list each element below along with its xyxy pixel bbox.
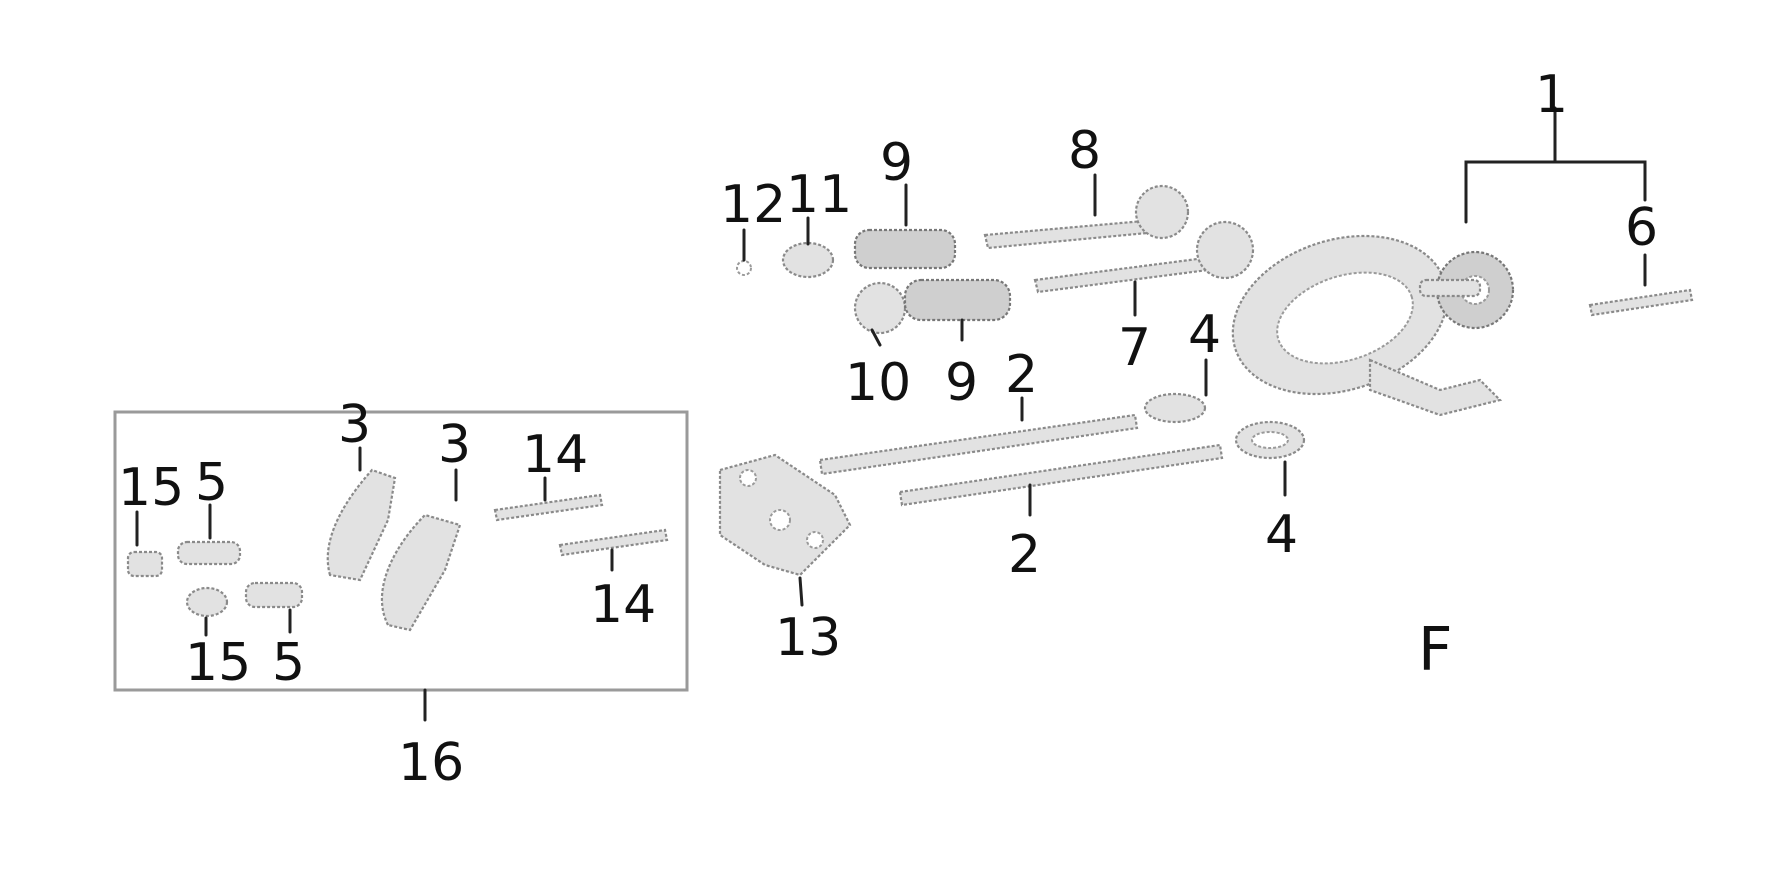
callout-14-lower: 14 — [590, 575, 656, 635]
rods-and-pins — [818, 392, 1306, 507]
part-9-lower — [903, 278, 1012, 322]
callout-2-upper: 2 — [1005, 345, 1038, 405]
callout-8: 8 — [1068, 121, 1101, 181]
callout-9-lower: 9 — [945, 353, 978, 413]
view-letter: F — [1418, 615, 1453, 685]
callout-14-upper: 14 — [522, 425, 588, 485]
callout-3-left: 3 — [338, 395, 371, 455]
callout-7: 7 — [1118, 318, 1151, 378]
part-7-rod — [1033, 256, 1210, 294]
callout-5-lower: 5 — [272, 633, 305, 693]
callout-4-upper: 4 — [1188, 305, 1221, 365]
leader-13 — [798, 576, 804, 607]
part-3-right — [380, 513, 462, 632]
part-6 — [1588, 288, 1694, 317]
part-15-lower — [185, 586, 229, 618]
callout-2-lower: 2 — [1008, 525, 1041, 585]
callout-11: 11 — [786, 165, 852, 225]
callout-12: 12 — [720, 175, 786, 235]
kit-box-16 — [113, 410, 689, 692]
callout-15-lower: 15 — [185, 633, 251, 693]
part-3-left — [326, 468, 397, 582]
part-14-lower — [558, 528, 669, 557]
callout-6: 6 — [1625, 198, 1658, 258]
part-9-upper — [853, 228, 957, 270]
chain-gear-assembly — [1231, 234, 1694, 417]
part-2-lower — [898, 443, 1224, 507]
top-middle-parts — [736, 184, 1255, 335]
part-14-upper — [493, 493, 604, 522]
part-5-upper — [176, 540, 242, 566]
part-2-upper — [818, 413, 1139, 476]
part-7-end — [1195, 220, 1255, 280]
callout-3-right: 3 — [438, 415, 471, 475]
part-11 — [781, 241, 835, 279]
callout-16: 16 — [398, 733, 464, 793]
callout-13: 13 — [775, 608, 841, 668]
part-4-upper — [1143, 392, 1207, 424]
callout-10: 10 — [845, 353, 911, 413]
kit-box-contents — [126, 468, 669, 632]
callout-1: 1 — [1535, 65, 1568, 125]
part-8-rod — [983, 218, 1160, 250]
leader-1-bracket — [1464, 160, 1647, 224]
part-8-end — [1134, 184, 1190, 240]
callout-4-lower: 4 — [1265, 505, 1298, 565]
callout-5-upper: 5 — [195, 453, 228, 513]
part-5-lower — [244, 581, 304, 609]
part-15-upper — [126, 550, 164, 578]
leader-10 — [870, 328, 882, 347]
part-10 — [853, 281, 907, 335]
part-12 — [736, 260, 752, 276]
callout-15-upper: 15 — [118, 458, 184, 518]
callout-9-upper: 9 — [880, 133, 913, 193]
